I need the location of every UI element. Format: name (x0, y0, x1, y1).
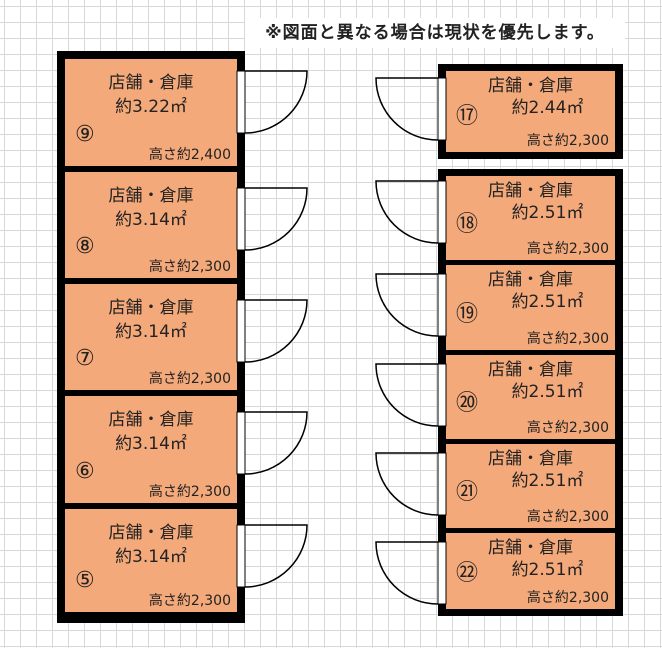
unit-ceiling-height: 高さ約2,300 (148, 259, 231, 276)
unit-number: ⑰ (456, 104, 479, 129)
door-frame (437, 363, 447, 427)
unit-number: ⑳ (456, 391, 479, 416)
storage-unit: 店舗・倉庫 約2.51㎡ ⑲ 高さ約2,300 (446, 265, 615, 350)
door-frame (437, 452, 447, 516)
unit-type: 店舗・倉庫 (488, 181, 573, 201)
storage-unit: 店舗・倉庫 約3.22㎡ ⑨ 高さ約2,400 (65, 59, 237, 166)
door-frame (437, 180, 447, 244)
unit-ceiling-height: 高さ約2,300 (148, 371, 231, 388)
unit-number: ㉒ (456, 561, 479, 586)
unit-type: 店舗・倉庫 (108, 523, 194, 543)
unit-ceiling-height: 高さ約2,300 (526, 133, 609, 150)
unit-ceiling-height: 高さ約2,300 (148, 593, 231, 610)
storage-unit: 店舗・倉庫 約2.51㎡ ㉑ 高さ約2,300 (446, 444, 615, 528)
storage-unit: 店舗・倉庫 約3.14㎡ ⑥ 高さ約2,300 (65, 396, 237, 503)
unit-number: ⑱ (456, 212, 479, 237)
door-swing-icon (244, 70, 308, 134)
door-frame (236, 299, 246, 363)
door-swing-icon (375, 180, 439, 244)
unit-type: 店舗・倉庫 (108, 298, 194, 318)
door-swing-icon (244, 524, 308, 588)
disclaimer-note: ※図面と異なる場合は現状を優先します。 (245, 18, 625, 48)
unit-area: 約2.51㎡ (511, 292, 584, 312)
unit-area: 約3.14㎡ (115, 547, 187, 567)
unit-number: ⑥ (75, 459, 95, 484)
storage-unit: 店舗・倉庫 約2.44㎡ ⑰ 高さ約2,300 (446, 71, 615, 152)
unit-number: ⑨ (75, 122, 95, 147)
door-swing-icon (244, 411, 308, 475)
door-swing-icon (244, 187, 308, 251)
storage-unit: 店舗・倉庫 約2.51㎡ ⑱ 高さ約2,300 (446, 176, 615, 260)
unit-area: 約3.14㎡ (115, 210, 187, 230)
unit-type: 店舗・倉庫 (108, 186, 194, 206)
unit-ceiling-height: 高さ約2,300 (526, 590, 609, 607)
unit-number: ⑦ (75, 346, 95, 371)
unit-type: 店舗・倉庫 (488, 538, 573, 558)
unit-type: 店舗・倉庫 (108, 410, 194, 430)
unit-number: ⑧ (75, 234, 95, 259)
door-frame (236, 70, 246, 134)
unit-ceiling-height: 高さ約2,300 (526, 331, 609, 348)
unit-number: ㉑ (456, 480, 479, 505)
door-swing-icon (375, 273, 439, 337)
unit-area: 約3.22㎡ (115, 97, 187, 117)
unit-ceiling-height: 高さ約2,300 (526, 509, 609, 526)
storage-unit: 店舗・倉庫 約2.51㎡ ㉒ 高さ約2,300 (446, 533, 615, 609)
door-swing-icon (375, 363, 439, 427)
storage-unit: 店舗・倉庫 約3.14㎡ ⑧ 高さ約2,300 (65, 172, 237, 278)
unit-type: 店舗・倉庫 (488, 449, 573, 469)
door-swing-icon (375, 77, 439, 141)
unit-type: 店舗・倉庫 (108, 73, 194, 93)
unit-ceiling-height: 高さ約2,300 (526, 420, 609, 437)
unit-type: 店舗・倉庫 (488, 270, 573, 290)
storage-unit: 店舗・倉庫 約2.51㎡ ⑳ 高さ約2,300 (446, 355, 615, 439)
unit-type: 店舗・倉庫 (488, 360, 573, 380)
door-frame (437, 541, 447, 605)
storage-unit: 店舗・倉庫 約3.14㎡ ⑤ 高さ約2,300 (65, 509, 237, 612)
unit-number: ⑲ (456, 302, 479, 327)
unit-ceiling-height: 高さ約2,300 (148, 484, 231, 501)
unit-area: 約2.51㎡ (511, 203, 584, 223)
unit-type: 店舗・倉庫 (488, 76, 573, 96)
unit-number: ⑤ (75, 568, 95, 593)
unit-area: 約3.14㎡ (115, 434, 187, 454)
unit-area: 約2.44㎡ (511, 98, 584, 118)
unit-ceiling-height: 高さ約2,400 (148, 147, 231, 164)
unit-area: 約2.51㎡ (511, 382, 584, 402)
door-swing-icon (375, 541, 439, 605)
door-frame (437, 273, 447, 337)
door-swing-icon (244, 299, 308, 363)
unit-area: 約2.51㎡ (511, 560, 584, 580)
door-frame (236, 524, 246, 588)
unit-ceiling-height: 高さ約2,300 (526, 241, 609, 258)
door-frame (437, 77, 447, 141)
door-swing-icon (375, 452, 439, 516)
door-frame (236, 411, 246, 475)
unit-area: 約2.51㎡ (511, 471, 584, 491)
unit-area: 約3.14㎡ (115, 322, 187, 342)
storage-unit: 店舗・倉庫 約3.14㎡ ⑦ 高さ約2,300 (65, 284, 237, 390)
door-frame (236, 187, 246, 251)
